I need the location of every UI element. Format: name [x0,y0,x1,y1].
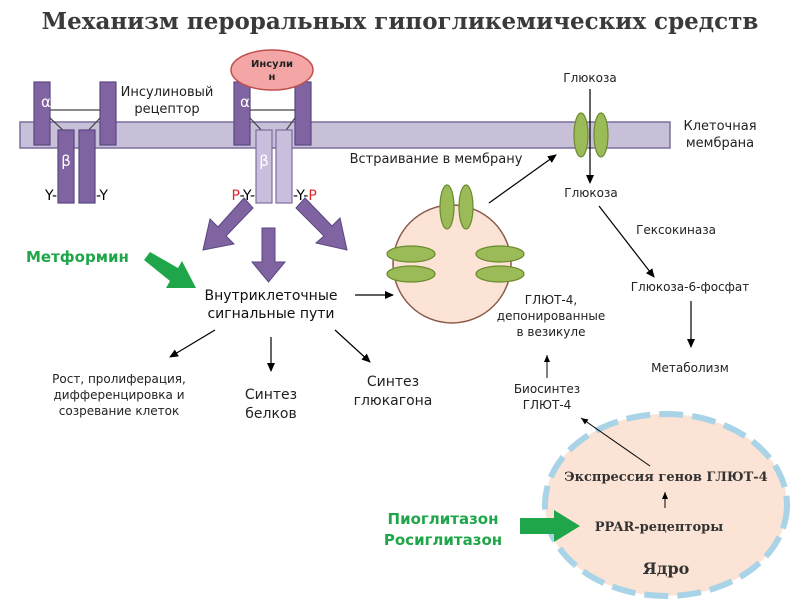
glut4-transporter-left-2 [386,265,436,283]
purple-arrow-down [250,227,287,283]
alpha-subunit-left [233,81,251,146]
alpha-subunit-right [294,81,312,146]
signaling-label-line2: сигнальные пути [207,306,334,322]
metformin-arrow [144,252,196,288]
ppar-receptors-label: PPAR-рецепторы [595,520,724,535]
arrow-to-g6p [598,205,655,278]
beta-subunit-left [57,129,75,204]
growth-label-line1: Рост, пролиферация, [52,372,186,386]
glucagon-synthesis-line1: Синтез [367,374,419,390]
insulin-receptor-inactive: α β Y- -Y [33,81,117,204]
glut4-membrane-2 [593,112,609,158]
alpha-label: α [41,93,51,111]
alpha-label: α [240,93,250,111]
metformin-label: Метформин [26,248,129,266]
membrane-insertion-label: Встраивание в мембрану [350,152,523,167]
phosphate-right: P [308,188,316,204]
hexokinase-label: Гексокиназа [636,223,716,237]
glut4-vesicle-label-line2: депонированные [497,309,605,323]
cell-membrane-label-line2: мембрана [686,136,754,151]
tyrosine-right: -Y [96,188,108,204]
glut4-membrane-1 [573,112,589,158]
alpha-subunit-right [99,81,117,146]
cell-membrane [19,121,671,149]
insulin-label-line1: Инсули [251,59,293,70]
beta-label: β [61,152,71,170]
alpha-subunit-left [33,81,51,146]
growth-label-line2: дифференцировка и [53,388,184,402]
insulin-ellipse [230,49,314,91]
glucose-extracellular-label: Глюкоза [563,71,616,85]
tyrosine-left: Y- [44,188,57,204]
beta-subunit-right [78,129,96,204]
purple-arrow-left [202,197,254,251]
rosiglitazone-label: Росиглитазон [384,531,502,549]
arrow-to-glucagon [334,329,371,363]
insulin-receptor-label-line1: Инсулиновый [121,85,214,100]
glucose-intracellular-label: Глюкоза [564,186,617,200]
glut4-transporter-right-2 [475,265,525,283]
receptor-signal-arrows [202,197,348,283]
protein-synthesis-line1: Синтез [245,387,297,403]
arrow-membrane-insertion [488,154,557,204]
glut4-vesicle [386,184,525,324]
beta-label: β [259,152,269,170]
pioglitazone-label: Пиоглитазон [388,510,499,528]
phosphate-left: P [232,188,240,204]
protein-synthesis-line2: белков [245,406,296,422]
page-title: Механизм пероральных гипогликемических с… [42,8,759,35]
glitazone-arrow [520,510,580,542]
metabolism-label: Метаболизм [651,361,729,375]
glucagon-synthesis-line2: глюкагона [354,393,433,409]
glut4-vesicle-label-line1: ГЛЮТ-4, [525,293,577,307]
cell-membrane-label-line1: Клеточная [683,119,756,134]
beta-subunit-left [255,129,273,204]
nucleus: Экспрессия генов ГЛЮТ-4 PPAR-рецепторы Я… [542,411,790,599]
glut4-transporter-right-1 [475,245,525,263]
arrow-expression-to-biosynthesis [580,417,651,467]
nucleus-body [542,411,790,599]
arrow-to-growth [169,329,216,358]
glut4-biosynthesis-line1: Биосинтез [514,382,580,396]
nucleus-label: Ядро [643,559,690,578]
insulin-label-line2: н [269,72,276,83]
growth-label-line3: созревание клеток [59,404,179,418]
gene-expression-label: Экспрессия генов ГЛЮТ-4 [564,470,767,485]
insulin-receptor-label-line2: рецептор [134,102,199,117]
glut4-transporter-left-1 [386,245,436,263]
beta-subunit-right [275,129,293,204]
glut4-vesicle-label-line3: в везикуле [517,325,586,339]
glut4-transporter-vertical-1 [439,184,455,230]
glut4-transporter-vertical-2 [458,184,474,230]
g6p-label: Глюкоза-6-фосфат [631,280,750,294]
purple-arrow-right [295,197,348,251]
glut4-biosynthesis-line2: ГЛЮТ-4 [523,398,572,412]
glut4-membrane-transporter [573,112,609,158]
signaling-label-line1: Внутриклеточные [204,288,337,304]
insulin-molecule: Инсули н [230,49,314,91]
